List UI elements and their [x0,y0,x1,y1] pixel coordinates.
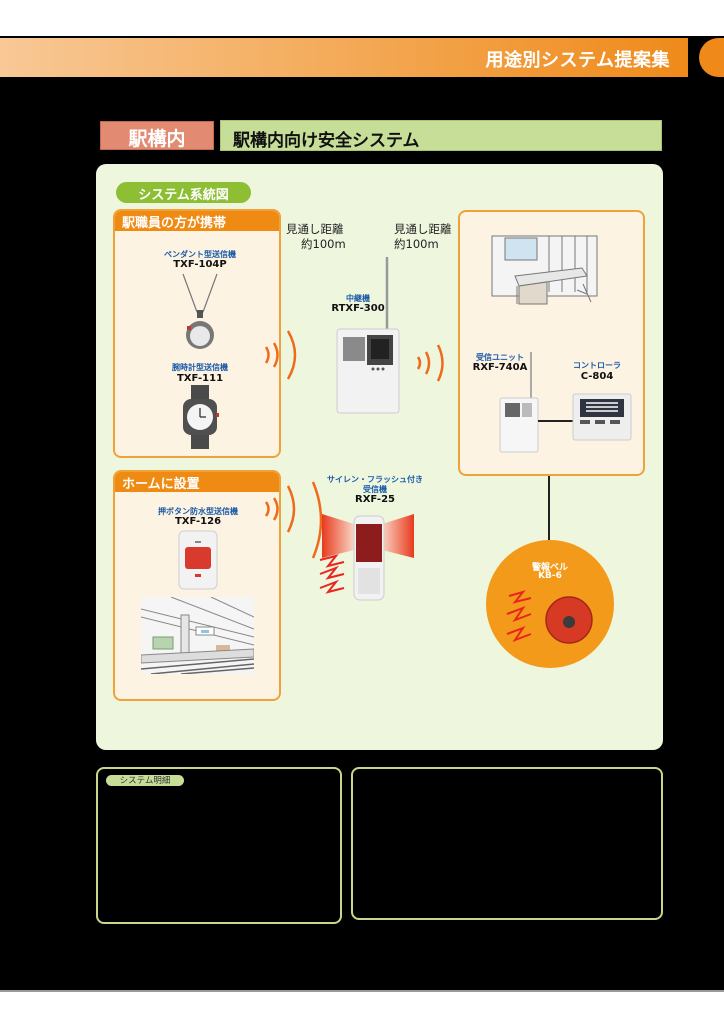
radio-wave-icon [311,481,323,559]
receiver-controller-link [538,420,573,422]
section-tag: 駅構内 [100,121,214,150]
pushbutton-transmitter-icon [178,530,218,590]
radio-wave-icon [264,485,296,533]
pendant-transmitter-icon [182,273,218,349]
office-room-illustration [491,235,598,305]
distance-1-line2: 約100m [301,237,346,251]
distance-1-line1: 見通し距離 [286,222,344,236]
watch-model-label: TXF-111 [176,373,224,384]
receiver-unit-icon [499,352,539,453]
system-details-label: システム明細 [119,776,171,786]
group-staff-header: 駅職員の方が携帯 [115,211,279,231]
header-title: 用途別システム提案集 [485,50,670,71]
distance-label-1: 見通し距離 約100m [286,222,346,252]
system-details-box [96,767,342,924]
siren-flash-receiver-icon [319,514,414,601]
receiver-unit-model-label: RXF-740A [472,362,528,373]
diagram-heading-pill: システム系統図 [116,182,251,203]
radio-wave-icon [264,330,297,380]
repeater-device-icon [336,257,400,414]
controller-type-label: コントローラ [573,361,621,370]
pushbutton-type-label: 押ボタン防水型送信機 [158,507,238,516]
page-bottom-rule [0,990,724,992]
watch-type-label: 腕時計型送信機 [172,363,228,372]
alarm-bell-icon [506,590,593,644]
section-title-bar: 駅構内向け安全システム [220,120,662,151]
header-band: 用途別システム提案集 [0,38,688,77]
group-staff-carry: 駅職員の方が携帯 [113,209,281,458]
siren-type-label-1: サイレン・フラッシュ付き [327,475,423,484]
distance-label-2: 見通し距離 約100m [394,222,452,252]
group-staff-title: 駅職員の方が携帯 [122,216,227,231]
station-platform-illustration [141,597,254,674]
bell-model-label: KB-6 [538,571,562,581]
receiver-unit-type-label: 受信ユニット [476,353,524,362]
distance-2-line1: 見通し距離 [394,222,452,236]
pushbutton-model-label: TXF-126 [174,516,222,527]
section-title: 駅構内向け安全システム [233,131,420,151]
controller-bell-link [548,476,550,542]
section-tag-label: 駅構内 [128,128,186,150]
distance-2-line2: 約100m [394,237,439,251]
header-index-tab [699,38,724,77]
repeater-type-label: 中継機 [346,294,370,303]
system-details-pill: システム明細 [106,775,184,786]
notes-box [351,767,663,920]
repeater-model-label: RTXF-300 [331,303,385,314]
group-platform-header: ホームに設置 [115,472,279,492]
alarm-bell-circle [486,540,614,668]
pendant-type-label: ペンダント型送信機 [164,250,236,259]
siren-model-label: RXF-25 [355,494,395,505]
pendant-model-label: TXF-104P [173,259,227,270]
diagram-heading: システム系統図 [138,188,229,203]
group-platform-title: ホームに設置 [122,477,200,492]
controller-model-label: C-804 [580,371,614,382]
watch-transmitter-icon [183,385,219,449]
controller-device-icon [572,393,632,441]
siren-type-label-2: 受信機 [363,485,387,494]
bell-type-label: 警報ベル [531,563,568,573]
